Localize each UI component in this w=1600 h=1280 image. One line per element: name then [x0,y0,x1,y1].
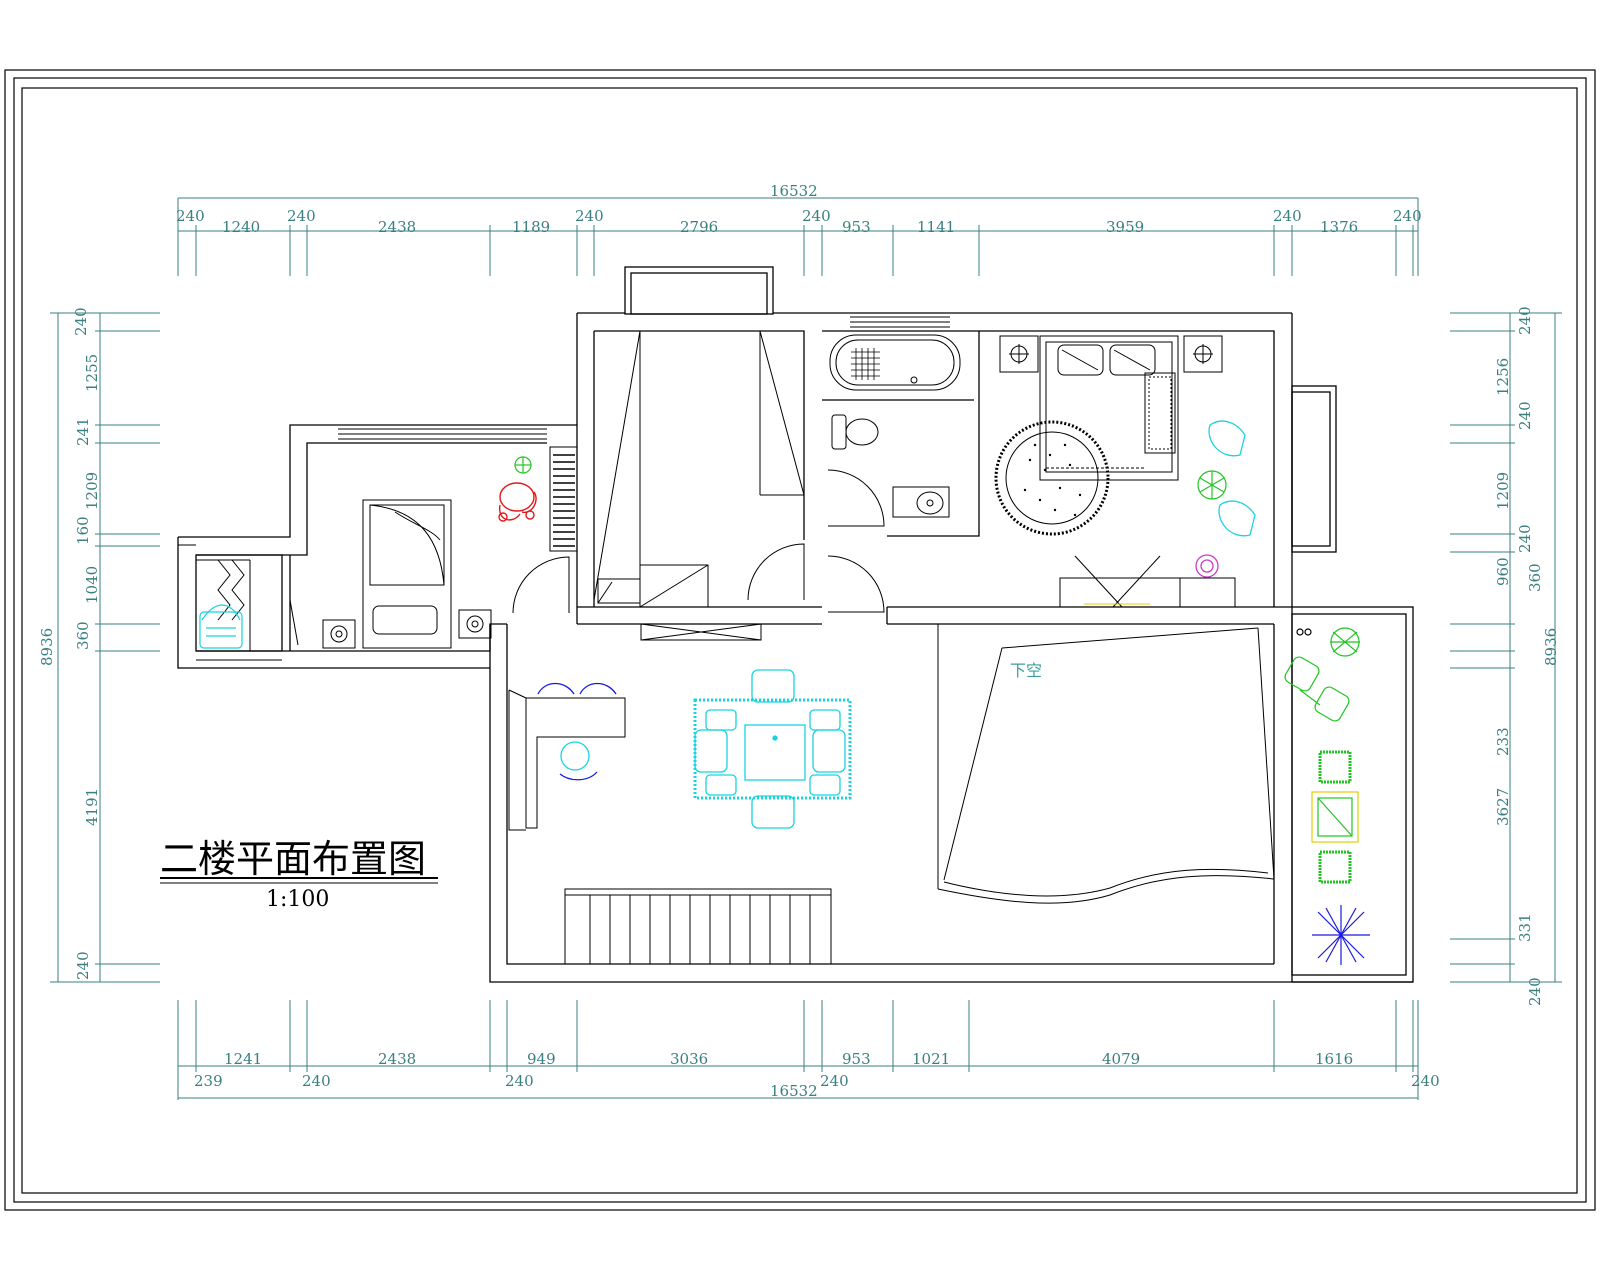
top-dim-8: 240 [802,207,831,225]
right-ticks [1450,312,1562,983]
terrace-plant-blue [1312,905,1370,965]
left-dim-8: 4191 [83,788,101,826]
cyan-armchair-small [199,604,243,649]
left-dim-7: 360 [74,621,92,650]
left-dim-4: 1209 [83,472,101,510]
bottom-dim-13: 240 [1411,1072,1440,1090]
right-dim-10: 331 [1516,913,1534,942]
walk-in-closet [593,330,805,641]
top-dim-1: 240 [176,207,205,225]
right-total-dim: 8936 [1542,628,1560,666]
left-dim-9: 240 [74,951,92,980]
bottom-dim-7: 4079 [1102,1050,1140,1068]
bottom-dim-3: 949 [527,1050,556,1068]
drawing-title: 二楼平面布置图 [160,837,426,881]
red-chair [498,482,537,522]
top-dim-13: 1376 [1320,218,1358,236]
right-dim-2: 1256 [1494,358,1512,396]
doors [512,469,885,614]
left-dim-6: 1040 [83,566,101,604]
right-dim-1: 240 [1516,306,1534,335]
left-dim-5: 160 [74,516,92,545]
zigzag-hangers [217,559,245,621]
right-dim-4: 1209 [1494,472,1512,510]
bottom-dim-1: 1241 [224,1050,262,1068]
master-bedroom-furniture [994,335,1236,608]
right-dim-11: 240 [1526,977,1544,1006]
bottom-dim-5: 953 [842,1050,871,1068]
top-dim-6: 240 [575,207,604,225]
windows [178,316,950,661]
top-dim-14: 240 [1393,207,1422,225]
left-dimension-texts: 8936 240 1255 241 1209 160 1040 360 4191… [38,307,101,980]
void-area [937,623,1275,904]
bottom-ticks [195,1000,1414,1072]
bath-grid [851,348,880,380]
top-dim-9: 953 [842,218,871,236]
top-dim-11: 3959 [1106,218,1144,236]
right-dim-5: 240 [1516,524,1534,553]
top-dim-10: 1141 [917,218,955,236]
left-dim-3: 241 [74,417,92,446]
rug-speckles [1023,443,1082,517]
left-total-dim: 8936 [38,628,56,666]
top-dim-2: 1240 [222,218,260,236]
title-block: 二楼平面布置图 1:100 [160,837,438,912]
right-dim-8: 233 [1494,727,1512,756]
top-dimension-texts: 16532 240 1240 240 2438 1189 240 2796 24… [176,182,1422,236]
bottom-dim-11: 240 [505,1072,534,1090]
dining-table-set [693,669,852,829]
bedroom-plant [1197,470,1227,500]
bathroom-fixtures [829,334,961,518]
right-dim-9: 3627 [1494,788,1512,826]
bottom-dim-2: 2438 [378,1050,416,1068]
terrace-cushions [1318,750,1352,884]
bottom-dimension-texts: 1241 2438 949 3036 953 1021 4079 1616 23… [194,1050,1440,1100]
right-dim-3: 240 [1516,401,1534,430]
right-dimension-texts: 240 1256 240 1209 240 960 360 233 3627 3… [1494,306,1560,1006]
top-total-dim: 16532 [770,182,818,200]
dimension-lines [50,197,1562,1100]
left-bedroom-furniture [196,446,578,651]
right-dim-6: 960 [1494,557,1512,586]
bottom-dim-6: 1021 [912,1050,950,1068]
right-dim-7: 360 [1526,563,1544,592]
green-plant-small [514,456,532,474]
top-dim-12: 240 [1273,207,1302,225]
terrace-plant-top [1330,627,1360,657]
drawing-scale: 1:100 [266,887,329,912]
bottom-total-dim: 16532 [770,1082,818,1100]
left-dim-2: 1255 [83,354,101,392]
staircase [564,888,832,965]
bottom-dim-4: 3036 [670,1050,708,1068]
top-dim-4: 2438 [378,218,416,236]
closet-hangers [553,454,575,547]
void-label: 下空 [1010,661,1042,680]
left-dim-1: 240 [72,307,90,336]
terrace-furniture [1284,627,1370,965]
bottom-dim-10: 240 [302,1072,331,1090]
left-ticks [50,312,160,983]
terrace-lounge-set [1284,656,1350,722]
top-dim-5: 1189 [512,218,550,236]
magenta-stool [1195,554,1219,578]
bar-stools [537,682,617,781]
top-dim-3: 240 [287,207,316,225]
bar-counter [508,689,626,831]
sheet-border [4,69,1596,1211]
terrace-table [1311,791,1359,843]
top-dim-7: 2796 [680,218,718,236]
top-ticks [195,225,1414,276]
bottom-dim-12: 240 [820,1072,849,1090]
bottom-dim-9: 239 [194,1072,223,1090]
bedroom-lounge-chairs [1208,420,1256,537]
bottom-dim-8: 1616 [1315,1050,1353,1068]
